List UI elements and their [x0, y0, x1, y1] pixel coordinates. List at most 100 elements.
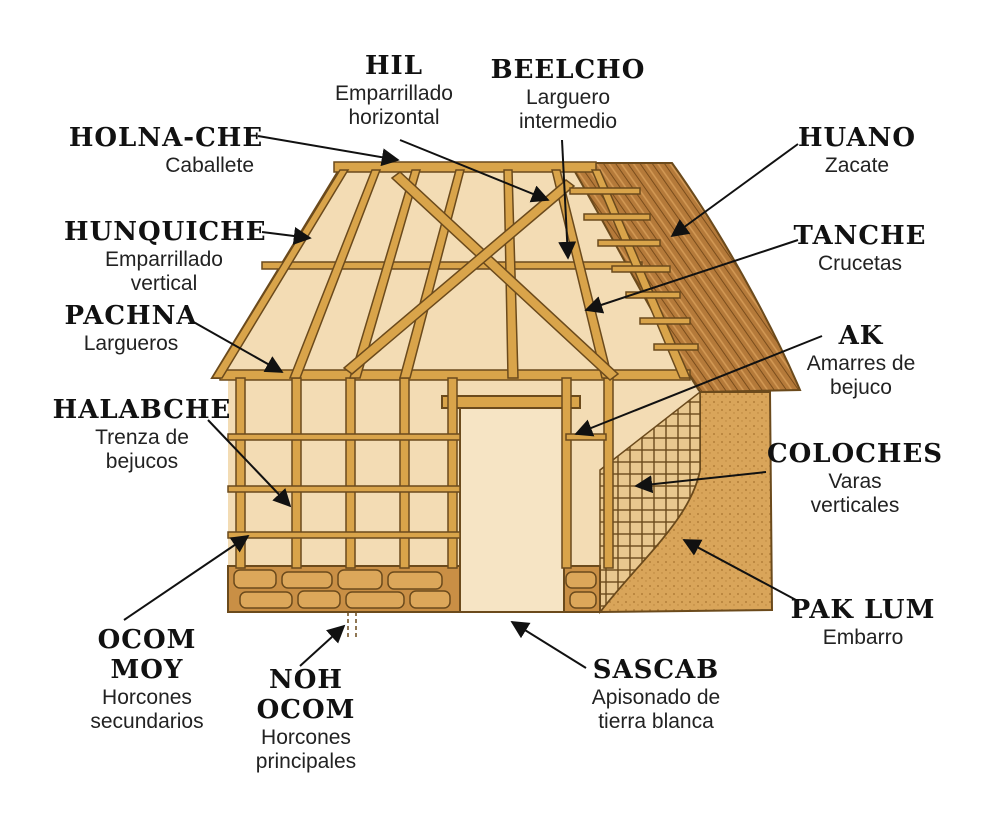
label-desc: Amarres de [806, 351, 916, 375]
label-desc: Caballete [165, 153, 254, 177]
label-pak-lum: PAK LUM Embarro [788, 595, 938, 650]
label-holna-che: HOLNA-CHE Caballete [66, 123, 266, 178]
rail [227, 433, 461, 441]
label-term: BEELCHO [490, 55, 646, 85]
lath [583, 213, 651, 221]
door-opening [459, 407, 565, 613]
rafter [288, 169, 382, 379]
door-lintel [441, 395, 581, 409]
lath [639, 317, 691, 325]
rail [227, 485, 461, 493]
stone [345, 591, 405, 609]
arrow-halabche [207, 419, 292, 508]
stone [565, 571, 597, 589]
label-ocom-moy: OCOM MOY Horcones secundarios [62, 625, 232, 734]
arrow-huano [670, 143, 799, 238]
label-desc: Varas [828, 469, 882, 493]
arrow-ak [574, 335, 823, 437]
post [291, 377, 302, 569]
arrow-noh-ocom [299, 624, 346, 667]
arrow-sascab [510, 621, 587, 669]
label-desc: bejuco [830, 376, 892, 400]
label-desc: vertical [130, 272, 198, 296]
lath [597, 239, 661, 247]
label-desc: Horcones [102, 685, 192, 709]
arrow-pachna [189, 319, 284, 373]
label-huano: HUANO Zacate [792, 123, 922, 178]
label-halabche: HALABCHE Trenza de bejucos [52, 395, 232, 474]
stone [569, 591, 597, 609]
rafter [348, 169, 421, 379]
arrow-coloches [634, 471, 767, 494]
wall-lattice [599, 390, 701, 615]
label-desc: horizontal [348, 106, 440, 130]
label-desc: intermedio [518, 110, 618, 134]
label-hunquiche: HUNQUICHE Emparrillado vertical [64, 217, 267, 296]
label-desc: Crucetas [817, 251, 903, 275]
foundation-stones [233, 569, 597, 609]
label-desc: Emparrillado [105, 247, 223, 271]
roof-laths [569, 187, 699, 351]
lath [611, 265, 671, 273]
label-term: HUNQUICHE [64, 217, 267, 247]
stone [233, 569, 277, 589]
lath [625, 291, 681, 299]
label-desc: verticales [810, 494, 900, 518]
label-desc: tierra blanca [598, 710, 714, 734]
label-term: HALABCHE [52, 395, 232, 425]
label-desc: Larguero [525, 85, 611, 109]
stone [337, 569, 383, 590]
arrow-pak-lum [682, 539, 797, 601]
label-desc: Apisonado de [591, 685, 721, 709]
label-term: AK [838, 321, 884, 351]
label-term: HUANO [797, 123, 917, 153]
post [447, 377, 458, 569]
arrow-beelcho [558, 139, 577, 260]
wall-frame [219, 369, 691, 569]
label-coloches: COLOCHES Varas verticales [760, 439, 950, 518]
lath [653, 343, 699, 351]
rafter [210, 169, 350, 379]
arrow-ocom-moy [123, 534, 250, 621]
post [235, 377, 246, 569]
arrow-hil [399, 139, 550, 203]
label-sascab: SASCAB Apisonado de tierra blanca [566, 655, 746, 734]
rail [565, 433, 607, 441]
rafter [590, 169, 692, 379]
stone [387, 571, 443, 590]
label-desc: Embarro [822, 625, 904, 649]
post [345, 377, 356, 569]
stone [281, 571, 333, 589]
stone [239, 591, 293, 609]
label-desc: Emparrillado [335, 81, 453, 105]
post [561, 377, 572, 569]
label-term: OCOM MOY [97, 625, 197, 685]
label-term: TANCHE [793, 221, 927, 251]
arrow-hunquiche [261, 227, 312, 245]
label-tanche: TANCHE Crucetas [790, 221, 930, 276]
brace [342, 179, 576, 375]
label-term: PACHNA [64, 301, 198, 331]
lath [569, 187, 641, 195]
label-desc: Trenza de [95, 425, 189, 449]
stone [409, 590, 451, 609]
rail [227, 531, 461, 539]
label-hil: HIL Emparrillado horizontal [314, 51, 474, 130]
label-desc: principales [255, 749, 357, 773]
label-desc: Zacate [824, 153, 890, 177]
label-noh-ocom: NOH OCOM Horcones principales [216, 665, 396, 774]
label-term: NOH OCOM [256, 665, 356, 725]
brace [390, 171, 620, 381]
label-ak: AK Amarres de bejuco [786, 321, 936, 400]
post [399, 377, 410, 569]
label-desc: secundarios [90, 709, 204, 733]
label-desc: Horcones [261, 725, 351, 749]
stone [297, 590, 341, 609]
label-term: COLOCHES [766, 439, 944, 469]
label-term: HOLNA-CHE [68, 123, 264, 153]
arrow-tanche [584, 239, 799, 314]
label-beelcho: BEELCHO Larguero intermedio [486, 55, 650, 134]
label-desc: bejucos [105, 450, 179, 474]
